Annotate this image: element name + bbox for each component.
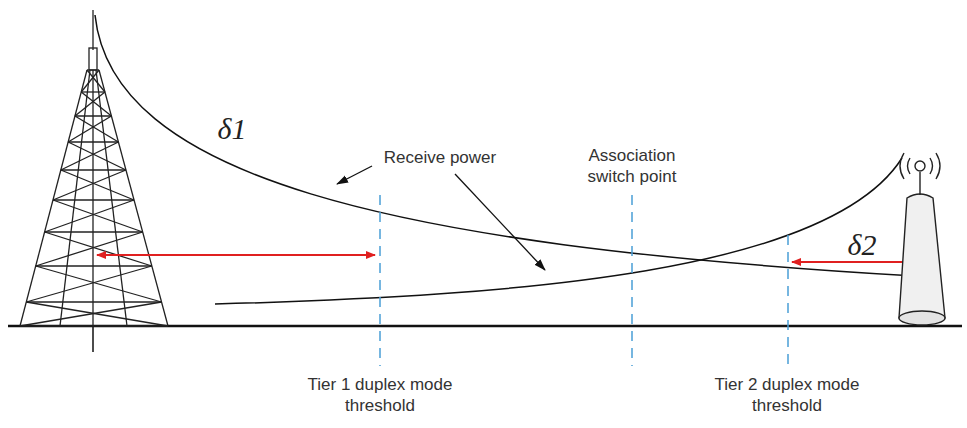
leader-arrow: [337, 166, 372, 184]
leader-arrow: [455, 174, 545, 270]
curve-label: Receive power: [365, 147, 515, 168]
lattice-tower: [20, 10, 168, 326]
delta-label: δ2: [832, 226, 892, 264]
macro-receive-power-curve: [95, 15, 915, 276]
threshold-label: Tier 2 duplex mode threshold: [687, 374, 887, 417]
tower-axis: [92, 326, 94, 352]
small-cell-receive-power-curve: [215, 158, 902, 304]
tier1-threshold-line: [379, 195, 381, 366]
delta2-arrow: [792, 261, 916, 263]
threshold-label: Tier 1 duplex mode threshold: [280, 374, 480, 417]
switch-point-label: Association switch point: [567, 145, 697, 188]
ground-line: [8, 325, 962, 328]
switch-point-line: [631, 195, 633, 366]
tier2-threshold-line: [787, 235, 789, 366]
delta-label: δ1: [192, 110, 272, 148]
small-cell: [899, 153, 945, 325]
delta1-arrow: [97, 254, 375, 256]
